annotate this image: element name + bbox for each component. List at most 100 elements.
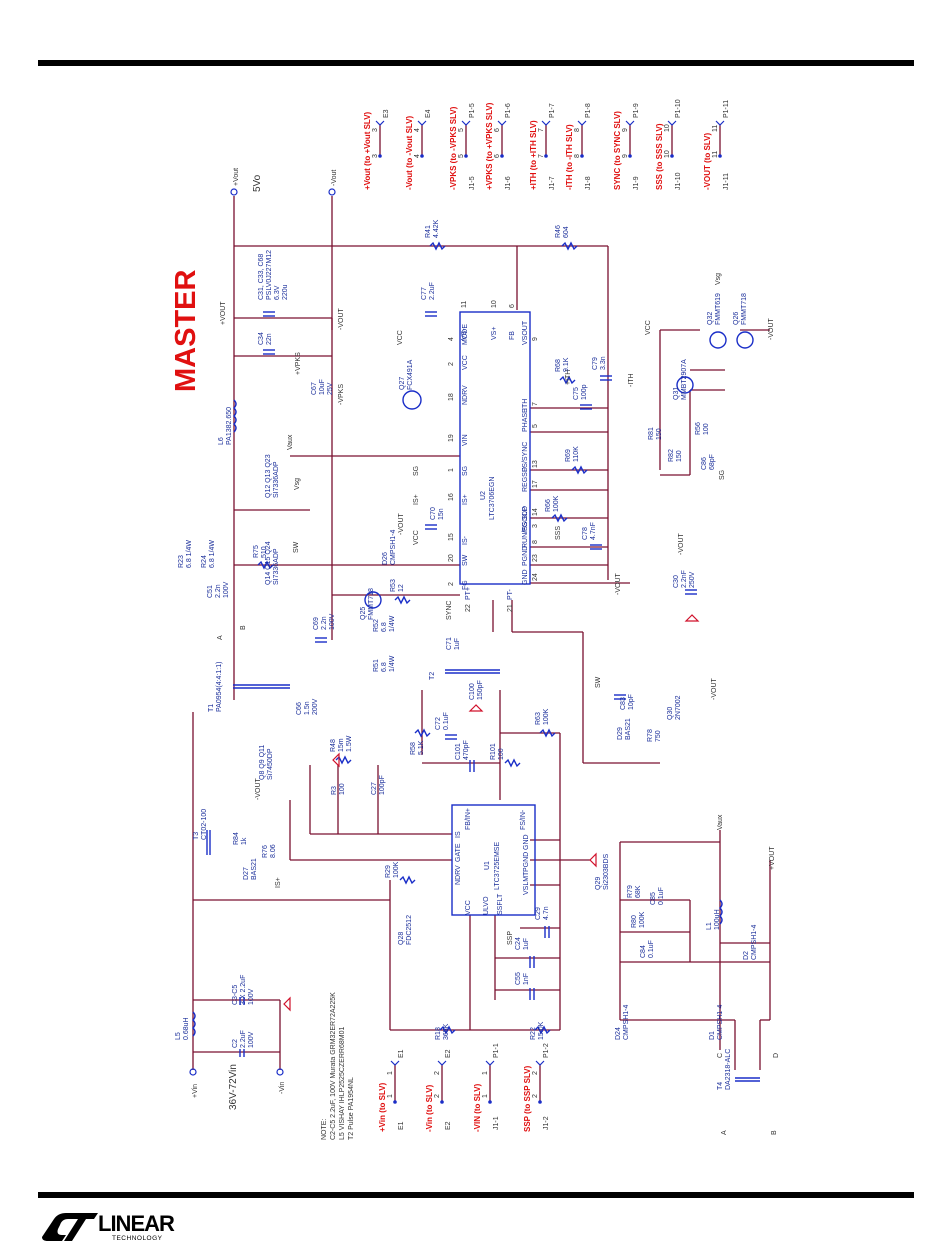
connector-pin-number: 1 bbox=[387, 1094, 394, 1098]
component-ref: C67 bbox=[311, 382, 318, 395]
connector-socket-icon bbox=[437, 1060, 447, 1066]
vout-pos-terminal bbox=[230, 188, 238, 196]
connector-pin-number: 4 bbox=[414, 154, 421, 158]
component-ref: C71 bbox=[446, 637, 453, 650]
connector-pin-number: 7 bbox=[538, 154, 545, 158]
u2-pin-name: FS/SYNC bbox=[522, 442, 529, 472]
net-label: -VOUT bbox=[678, 533, 685, 556]
connector-pin-dot bbox=[580, 154, 584, 158]
component-ref: C66 bbox=[296, 702, 303, 715]
component-value: 150 bbox=[656, 428, 663, 440]
component-ref: D27 bbox=[243, 867, 250, 880]
component-rating: 1.5W bbox=[346, 735, 353, 752]
connector-designator: J1-8 bbox=[585, 176, 592, 190]
connector-pin-number: 9 bbox=[622, 154, 629, 158]
component-ref: L1 bbox=[706, 922, 713, 930]
component-ref: C78 bbox=[582, 527, 589, 540]
component-ref: R84 bbox=[233, 832, 240, 845]
component-ref: R82 bbox=[668, 449, 675, 462]
net-label: SYNC bbox=[446, 601, 453, 620]
bottom-rule bbox=[38, 1192, 914, 1198]
connector-pin-dot bbox=[670, 154, 674, 158]
u1-pin-name: SSFLT bbox=[497, 893, 504, 915]
component-ref: R24 bbox=[201, 555, 208, 568]
connector-label: SSP (to SSP SLV) bbox=[523, 1065, 532, 1132]
connector-socket-icon bbox=[485, 1060, 495, 1066]
component-value: 22n bbox=[266, 333, 273, 345]
component-ref: R75 bbox=[253, 545, 260, 558]
net-label: Vaux bbox=[717, 814, 724, 830]
vout-pos-label: +Vout bbox=[233, 168, 240, 186]
u2-pin-number: 16 bbox=[448, 493, 455, 501]
component-ref: C55 bbox=[515, 972, 522, 985]
connector-designator: J1-10 bbox=[675, 172, 682, 190]
connector-designator: P1-10 bbox=[675, 99, 682, 118]
net-label: B bbox=[240, 625, 247, 630]
logo-sub: TECHNOLOGY bbox=[112, 1235, 163, 1242]
connector-pin-dot bbox=[544, 154, 548, 158]
net-label: VCC bbox=[413, 530, 420, 545]
component-ref: T4 bbox=[717, 1082, 724, 1090]
u2-pin-name: MODE bbox=[462, 324, 469, 345]
net-label: A bbox=[721, 1130, 728, 1135]
u2-pin-number: 13 bbox=[532, 460, 539, 468]
component-ref: R22 bbox=[530, 1027, 537, 1040]
component-value: 100K bbox=[543, 708, 550, 725]
component-ref: R79 bbox=[627, 885, 634, 898]
component-value: 100 bbox=[498, 748, 505, 760]
component-value: PA0954(4:4:1:1) bbox=[216, 662, 223, 712]
connector-pin-number: 9 bbox=[622, 128, 629, 132]
u1-part: LTC3725EMSE bbox=[494, 842, 501, 890]
net-label: C bbox=[717, 1053, 724, 1058]
connector-pin-number: 6 bbox=[494, 154, 501, 158]
component-ref: C34 bbox=[258, 332, 265, 345]
connector-designator: E1 bbox=[398, 1049, 405, 1058]
net-label: -VOUT bbox=[338, 308, 345, 331]
connector-label: +ITH (to +ITH SLV) bbox=[529, 120, 538, 190]
r53-symbol bbox=[394, 595, 411, 605]
net-label: +ITH bbox=[565, 370, 572, 385]
r69-symbol bbox=[571, 465, 588, 475]
component-ref: R46 bbox=[555, 225, 562, 238]
u2-pin-name: NDRV bbox=[462, 385, 469, 405]
component-glyphs bbox=[192, 241, 760, 1082]
component-value: PSLV0J227M12 bbox=[266, 250, 273, 300]
component-value: PA1382.650 bbox=[226, 407, 233, 445]
r75-symbol bbox=[257, 560, 274, 570]
connector-pin-number: 7 bbox=[538, 128, 545, 132]
input-rating: 36V-72Vin bbox=[228, 1064, 239, 1110]
component-value: CMPSH1-4 bbox=[390, 529, 397, 565]
component-value: 1.5n bbox=[304, 701, 311, 715]
component-value: 510 bbox=[261, 546, 268, 558]
connector-label: -Vout (to -Vout SLV) bbox=[405, 115, 414, 190]
component-value: 365K bbox=[443, 1023, 450, 1040]
component-value: CMPSH1-4 bbox=[717, 1004, 724, 1040]
connector-designator: P1-11 bbox=[723, 100, 730, 118]
u2-ref: U2 bbox=[480, 491, 487, 500]
note-line: T2 Pulse PA1954NL bbox=[348, 1077, 355, 1140]
net-label: SW bbox=[595, 676, 602, 688]
u2-pin-name: FB bbox=[509, 331, 516, 340]
transformer-symbols bbox=[206, 669, 760, 1082]
component-ref: R78 bbox=[647, 729, 654, 742]
u1-pin-name: GATE bbox=[455, 843, 462, 862]
u2-pin-number: 22 bbox=[465, 604, 472, 612]
note-line: L5 VISHAY IHLP2525CZERR68M01 bbox=[339, 1027, 346, 1140]
connector-label: +Vin (to SLV) bbox=[378, 1082, 387, 1132]
connector-label: -Vin (to SLV) bbox=[425, 1084, 434, 1132]
vin-pos-label: +Vin bbox=[192, 1084, 199, 1098]
u2-pin-name: PT+ bbox=[465, 587, 472, 600]
u2-pin-number: 2 bbox=[448, 582, 455, 586]
component-ref: Q8 Q9 Q11 bbox=[259, 745, 266, 780]
component-ref: D26 bbox=[382, 552, 389, 565]
u2-pin-name: GND bbox=[522, 569, 529, 585]
component-value: 8.06 bbox=[270, 844, 277, 858]
capacitor-symbols bbox=[239, 311, 697, 1057]
net-label: SW bbox=[293, 541, 300, 553]
net-labels: +VOUT -VOUT VCC Vaux Vsg SW SG IS+ VCC -… bbox=[217, 273, 780, 1135]
component-value: FCX491A bbox=[407, 359, 414, 390]
connector-socket-icon bbox=[667, 120, 677, 126]
u2-pin-number: 18 bbox=[448, 393, 455, 401]
u2-pin-number: 4 bbox=[448, 337, 455, 341]
